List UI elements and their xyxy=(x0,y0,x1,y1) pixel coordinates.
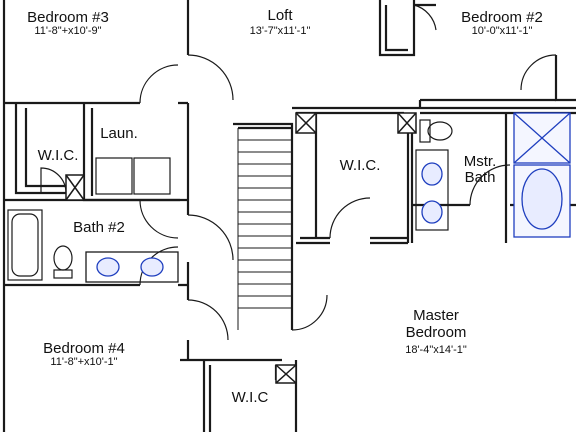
chases xyxy=(65,112,417,384)
mbath-label-1: Mstr. xyxy=(463,153,497,170)
bedroom3-label: Bedroom #3 xyxy=(27,9,109,26)
door-mbath xyxy=(469,164,511,206)
bath2-vanity xyxy=(85,251,179,283)
wall-bedroom2-corner xyxy=(554,55,576,102)
master-bedroom-dims: 18'-4"x14'-1" xyxy=(405,344,467,356)
wall-wic-master-sides xyxy=(314,113,410,243)
wic-left-label: W.I.C. xyxy=(37,147,79,164)
mbath-sink-2 xyxy=(421,200,443,224)
wic-master-label: W.I.C. xyxy=(339,157,381,174)
dryer xyxy=(133,157,171,195)
wall-wic-left xyxy=(14,103,66,195)
mbath-fixtures xyxy=(415,119,453,231)
washer xyxy=(95,157,133,195)
wic-bottom-label: W.I.C xyxy=(231,389,269,406)
mbath-blue xyxy=(421,112,571,238)
wall-bedroom2-closet xyxy=(378,0,416,57)
bath2-sink-2 xyxy=(140,257,164,277)
bedroom4-label: Bedroom #4 xyxy=(43,340,125,357)
bedroom3-dims: 11'-8"+x10'-9" xyxy=(34,25,102,37)
mbath-vanity xyxy=(415,149,449,231)
bath2-sink-1 xyxy=(96,257,120,277)
door-bedroom4-right xyxy=(187,299,229,341)
door-bath2 xyxy=(139,199,179,239)
mbath-tub-basin xyxy=(521,168,563,230)
door-wic-master xyxy=(329,197,371,239)
door-bedroom3 xyxy=(139,64,179,104)
laundry-label: Laun. xyxy=(100,125,138,142)
laundry-machines xyxy=(95,157,171,195)
bath2-fixtures xyxy=(7,209,73,281)
master-bedroom-label-1: Master xyxy=(413,307,459,324)
master-bedroom-label-2: Bedroom xyxy=(405,324,467,341)
door-wic-left xyxy=(40,167,67,194)
bath2-label: Bath #2 xyxy=(73,219,125,236)
door-swings xyxy=(40,4,557,341)
bath2-tub xyxy=(7,209,43,281)
loft-dims: 13'-7"x11'-1" xyxy=(249,25,311,37)
bedroom4-dims: 11'-8"+x10'-1" xyxy=(50,356,118,368)
door-bedroom3-right xyxy=(187,54,234,101)
wall-wic-left-inner xyxy=(24,108,66,188)
bedroom2-label: Bedroom #2 xyxy=(461,9,543,26)
mbath-sink-1 xyxy=(421,162,443,186)
mbath-toilet xyxy=(427,121,453,141)
wall-bedroom2-closet-inner xyxy=(384,5,408,52)
bath2-tub-inner xyxy=(11,213,39,277)
bedroom2-dims: 10'-0"x11'-1" xyxy=(471,25,533,37)
door-bedroom2-closet xyxy=(413,4,437,31)
loft-label: Loft xyxy=(267,7,293,24)
stair-treads xyxy=(237,128,292,330)
door-master xyxy=(291,294,328,331)
wall-stair xyxy=(233,122,294,330)
bath2-toilet-bowl xyxy=(53,245,73,271)
bath2-toilet-tank xyxy=(53,269,73,279)
door-bedroom2 xyxy=(520,54,557,91)
mbath-label-2: Bath xyxy=(464,169,496,186)
door-bath2-right xyxy=(187,214,234,261)
